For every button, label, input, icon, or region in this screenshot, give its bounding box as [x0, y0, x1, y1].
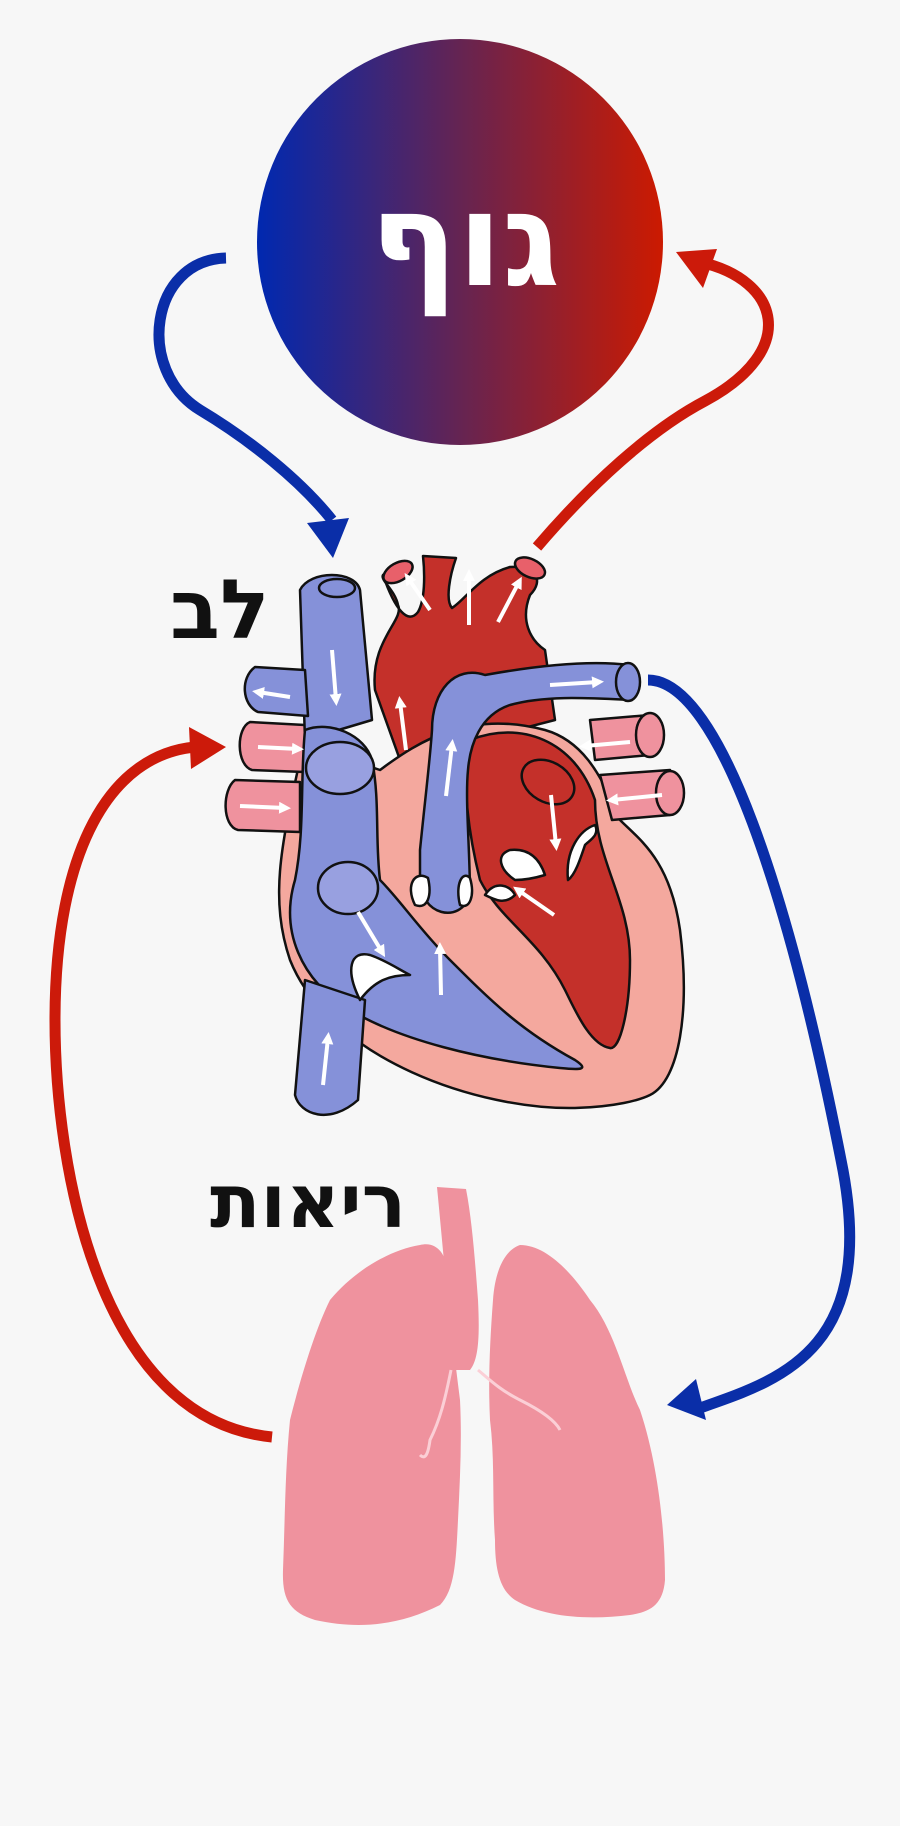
- flow-arrows: [239, 569, 663, 1086]
- body-circle: [257, 39, 663, 445]
- superior-vena-cava: [298, 573, 374, 742]
- heart-label: לב: [170, 563, 270, 658]
- heart-illustration: [224, 554, 686, 1117]
- inferior-vena-cava: [293, 978, 367, 1117]
- lungs-illustration: [282, 1187, 665, 1625]
- right-lung: [489, 1245, 665, 1618]
- left-ventricle: [464, 731, 632, 1050]
- body-label: גוף: [369, 164, 561, 316]
- arrow-lungs-to-heart: [49, 727, 273, 1443]
- trachea: [437, 1187, 479, 1370]
- lungs-label: ריאות: [210, 1159, 407, 1245]
- arrow-heart-to-body: [532, 249, 774, 551]
- arrow-heart-to-lungs: [647, 674, 856, 1420]
- arrow-body-to-heart: [153, 252, 349, 558]
- left-lung: [282, 1244, 461, 1625]
